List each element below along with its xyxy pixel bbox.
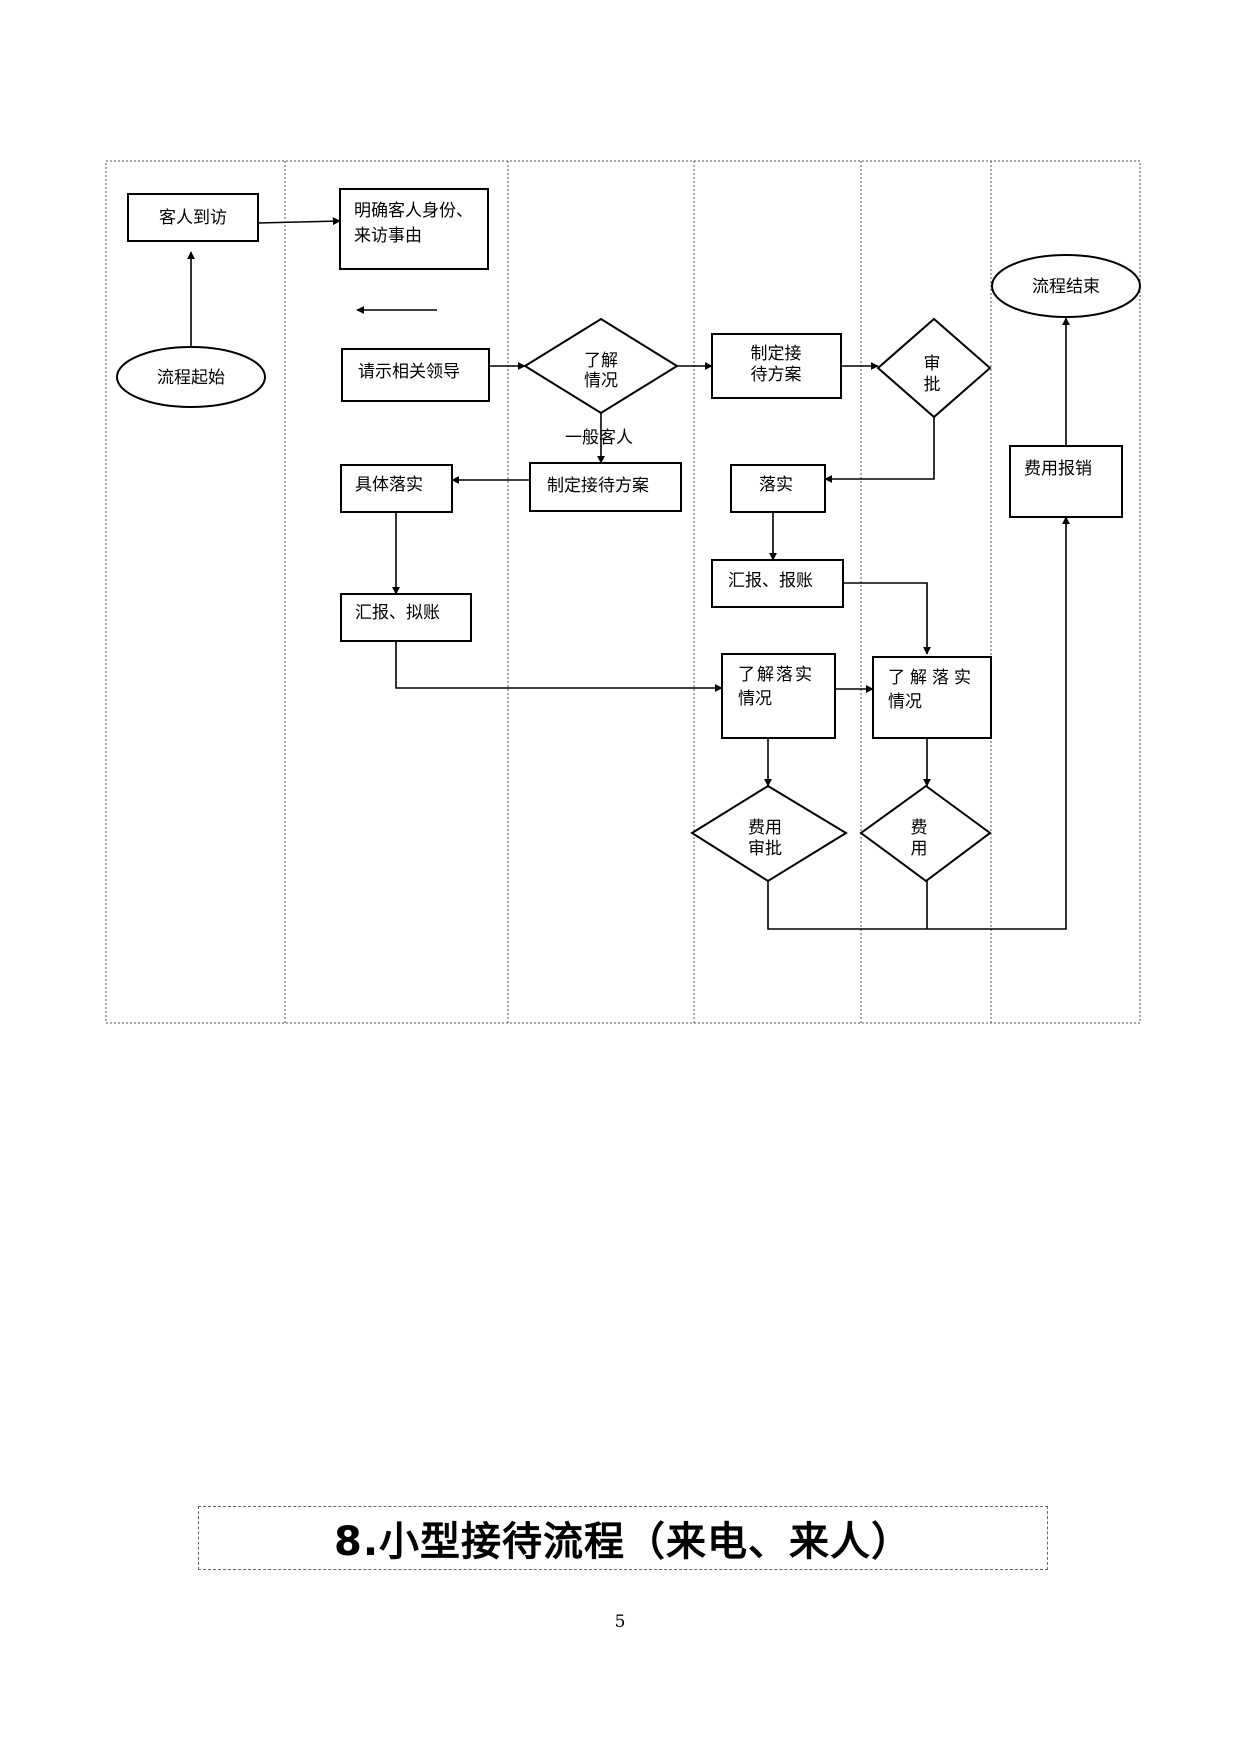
node-implement-specific: 具体落实 xyxy=(340,464,453,513)
node-label-line2: 情况 xyxy=(584,371,618,391)
node-report-reimburse: 汇报、报账 xyxy=(711,559,844,608)
edge-label-general-guest: 一般客人 xyxy=(565,428,633,448)
node-make-plan-top: 制定接 待方案 xyxy=(711,333,842,399)
node-label: 客人到访 xyxy=(159,208,227,228)
section-title: 8.小型接待流程（来电、来人） xyxy=(333,1519,913,1565)
section-title-box: 8.小型接待流程（来电、来人） xyxy=(198,1506,1048,1570)
node-expense-approval-right: 费 用 xyxy=(859,784,992,883)
node-label: 汇报、报账 xyxy=(728,571,813,591)
node-expense-reimburse: 费用报销 xyxy=(1009,445,1123,518)
node-check-impl-left: 了解落实 情况 xyxy=(721,653,836,739)
node-label-line1: 明确客人身份、 xyxy=(354,201,473,221)
node-label-line1: 审 xyxy=(924,354,941,374)
node-approve: 审 批 xyxy=(876,317,992,419)
node-label: 流程结束 xyxy=(1032,277,1100,297)
node-guest-arrival: 客人到访 xyxy=(127,193,259,242)
swimlane-grid xyxy=(105,160,1141,1024)
node-label: 具体落实 xyxy=(355,475,423,495)
node-report-account: 汇报、拟账 xyxy=(340,593,472,642)
node-expense-approval-left: 费用 审批 xyxy=(690,784,848,883)
node-label: 费用报销 xyxy=(1024,459,1092,479)
edge-arrival-to-confirm xyxy=(257,217,341,226)
edges xyxy=(187,217,1070,930)
node-label-line1: 费 xyxy=(911,818,928,838)
node-label-line2: 情况 xyxy=(738,689,772,709)
node-flow-start: 流程起始 xyxy=(116,346,266,408)
edge-report-account-to-check-left xyxy=(395,641,723,692)
node-label: 流程起始 xyxy=(157,368,225,388)
node-label: 请示相关领导 xyxy=(358,362,460,382)
node-flow-end: 流程结束 xyxy=(991,254,1141,318)
node-label-line1: 了解 xyxy=(584,351,618,371)
node-make-plan-general: 制定接待方案 xyxy=(529,462,682,512)
node-label-line2: 待方案 xyxy=(751,365,802,385)
node-label-line1: 了解落实 xyxy=(888,668,976,688)
node-label-line2: 审批 xyxy=(748,839,782,859)
node-label-line2: 用 xyxy=(911,839,928,859)
node-label: 汇报、拟账 xyxy=(355,603,440,623)
node-label-line1: 制定接 xyxy=(751,344,802,364)
node-label-line2: 来访事由 xyxy=(354,226,422,246)
node-check-impl-right: 了解落实 情况 xyxy=(872,656,992,739)
node-label-line1: 费用 xyxy=(748,818,782,838)
page-number: 5 xyxy=(614,1612,626,1632)
edge-expense-to-reimburse xyxy=(767,516,1070,930)
edge-report-reimburse-to-check-right xyxy=(843,582,931,655)
node-ask-leader: 请示相关领导 xyxy=(341,348,490,402)
node-understand-situation: 了解 情况 xyxy=(523,317,679,415)
edge-approve-to-implement xyxy=(824,417,935,483)
node-label-line1: 了解落实 xyxy=(738,665,814,685)
node-label-line2: 批 xyxy=(924,375,941,395)
node-confirm-identity: 明确客人身份、 来访事由 xyxy=(339,188,489,270)
node-label: 落实 xyxy=(759,475,793,495)
node-label: 制定接待方案 xyxy=(547,476,649,496)
node-implement: 落实 xyxy=(730,464,826,513)
node-label-line2: 情况 xyxy=(888,692,922,712)
